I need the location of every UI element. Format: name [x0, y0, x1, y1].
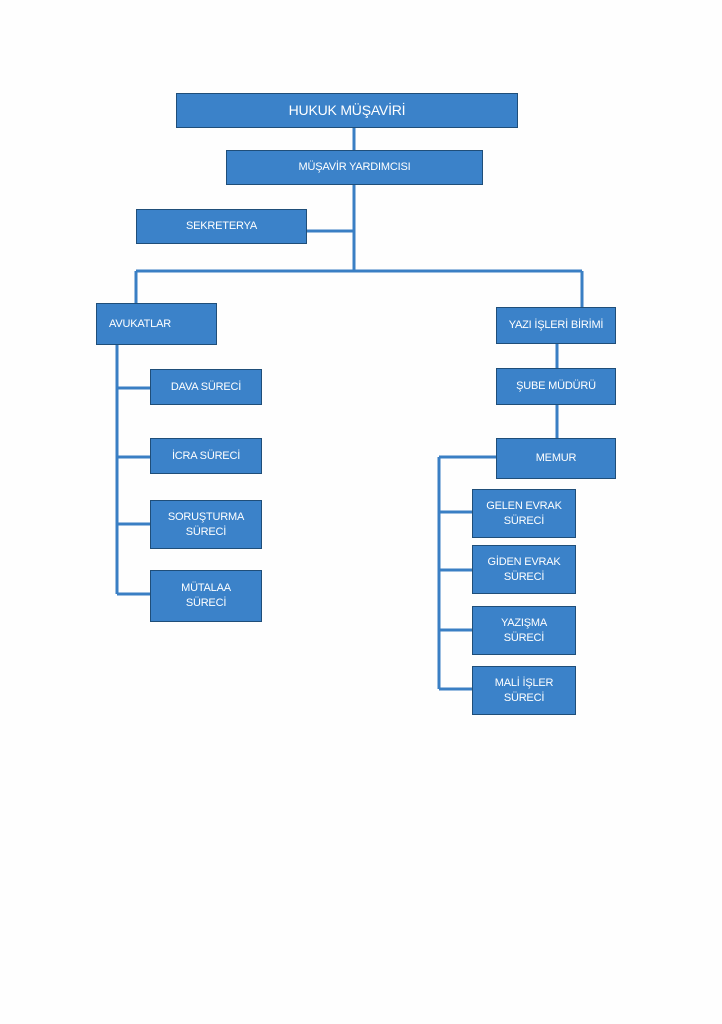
node-outgoing-docs-process: GİDEN EVRAK SÜRECİ	[472, 545, 576, 594]
node-officer: MEMUR	[496, 438, 616, 479]
node-investigation-process: SORUŞTURMA SÜRECİ	[150, 500, 262, 549]
node-branch-manager: ŞUBE MÜDÜRÜ	[496, 368, 616, 405]
node-financial-affairs-process: MALİ İŞLER SÜRECİ	[472, 666, 576, 715]
node-clerical-unit: YAZI İŞLERİ BİRİMİ	[496, 307, 616, 344]
node-incoming-docs-process: GELEN EVRAK SÜRECİ	[472, 489, 576, 538]
node-opinion-process: MÜTALAA SÜRECİ	[150, 570, 262, 622]
node-legal-counsel: HUKUK MÜŞAVİRİ	[176, 93, 518, 128]
node-secretariat: SEKRETERYA	[136, 209, 307, 244]
node-enforcement-process: İCRA SÜRECİ	[150, 438, 262, 474]
node-lawsuit-process: DAVA SÜRECİ	[150, 369, 262, 405]
node-deputy-counsel: MÜŞAVİR YARDIMCISI	[226, 150, 483, 185]
node-lawyers: AVUKATLAR	[96, 303, 217, 345]
node-correspondence-process: YAZIŞMA SÜRECİ	[472, 606, 576, 655]
